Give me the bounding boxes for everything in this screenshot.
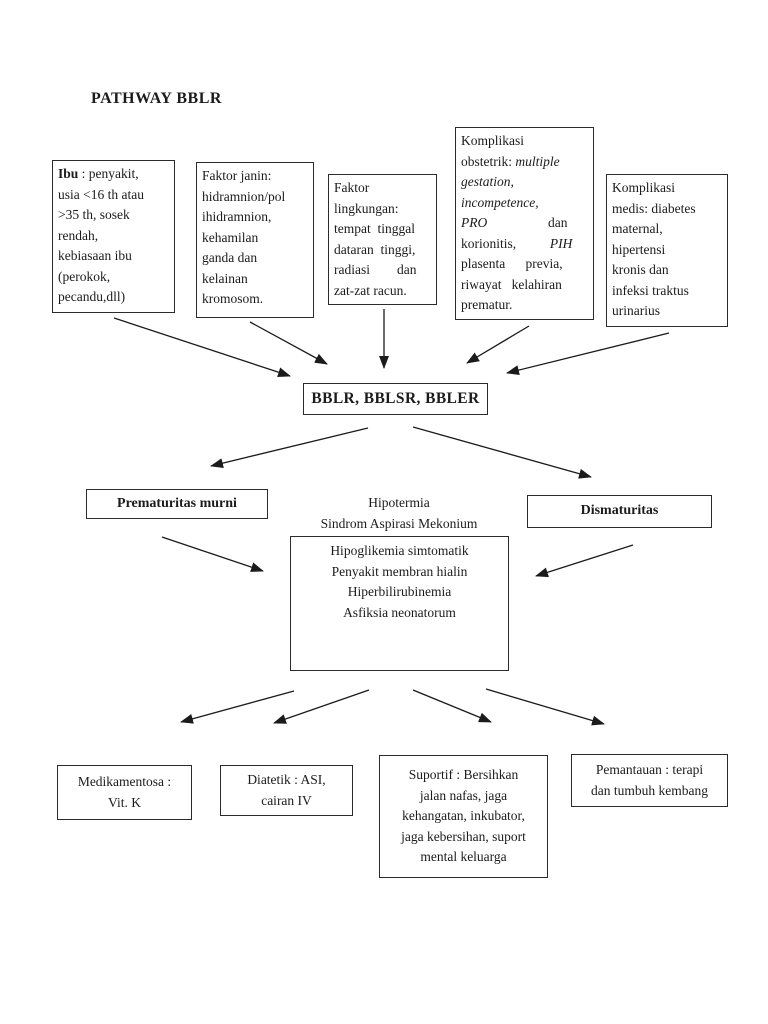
factor-lingkungan-text: Faktor lingkungan: tempat tinggal datara…	[334, 180, 417, 298]
factor-ibu-text: : penyakit, usia <16 th atau >35 th, sos…	[58, 166, 144, 304]
management-box-diatetik: Diatetik : ASI, cairan IV	[220, 765, 353, 816]
arrow-ibu-to-outcome	[113, 317, 291, 377]
factor-box-obstetrik: Komplikasi obstetrik: multiple gestation…	[455, 127, 594, 320]
arrow-komplikasi-to-medikamentosa	[180, 690, 295, 724]
complications-above-box-text: Hipotermia Sindrom Aspirasi Mekonium	[320, 495, 478, 531]
arrow-komplikasi-to-diatetik	[273, 689, 370, 724]
factor-obstetrik-text-1: Komplikasi obstetrik:	[461, 133, 524, 169]
factor-box-lingkungan: Faktor lingkungan: tempat tinggal datara…	[328, 174, 437, 305]
medikamentosa-text: Medikamentosa : Vit. K	[77, 774, 172, 810]
factor-box-janin: Faktor janin: hidramnion/pol ihidramnion…	[196, 162, 314, 318]
pemantauan-text: Pemantauan : terapi dan tumbuh kembang	[591, 762, 708, 798]
arrow-dismaturitas-to-komplikasi	[535, 544, 634, 578]
complications-box-text: Hipoglikemia simtomatik Penyakit membran…	[330, 543, 469, 620]
arrow-komplikasi-to-suportif	[412, 689, 492, 723]
management-box-suportif: Suportif : Bersihkan jalan nafas, jaga k…	[379, 755, 548, 878]
factor-ibu-lead: Ibu	[58, 166, 79, 181]
factor-obstetrik-text-2: dan korionitis,	[461, 215, 568, 251]
factor-janin-text: Faktor janin: hidramnion/pol ihidramnion…	[202, 168, 286, 306]
factor-box-ibu: Ibu : penyakit, usia <16 th atau >35 th,…	[52, 160, 175, 313]
arrow-outcome-to-prematuritas	[210, 427, 369, 469]
factor-obstetrik-italic-1: multiple gestation, incompetence, PRO	[461, 153, 560, 231]
arrow-outcome-to-dismaturitas	[412, 426, 592, 479]
classification-box-dismaturitas: Dismaturitas	[527, 495, 712, 528]
factor-obstetrik-text-3: plasenta previa, riwayat kelahiran prema…	[461, 256, 563, 312]
classification-box-prematuritas: Prematuritas murni	[86, 489, 268, 519]
arrow-obstetrik-to-outcome	[466, 325, 530, 364]
outcome-label: BBLR, BBLSR, BBLER	[311, 389, 480, 407]
dismaturitas-label: Dismaturitas	[580, 503, 659, 519]
factor-obstetrik-italic-2: PIH	[549, 235, 573, 251]
page-title: PATHWAY BBLR	[91, 90, 222, 107]
diatetik-text: Diatetik : ASI, cairan IV	[247, 772, 326, 808]
factor-box-medis: Komplikasi medis: diabetes maternal, hip…	[606, 174, 728, 327]
complications-box: Hipoglikemia simtomatik Penyakit membran…	[290, 536, 509, 671]
arrow-prematuritas-to-komplikasi	[161, 536, 264, 572]
arrow-medis-to-outcome	[506, 332, 670, 375]
factor-medis-text: Komplikasi medis: diabetes maternal, hip…	[612, 180, 696, 318]
outcome-box: BBLR, BBLSR, BBLER	[303, 383, 488, 415]
management-box-pemantauan: Pemantauan : terapi dan tumbuh kembang	[571, 754, 728, 807]
arrow-janin-to-outcome	[249, 321, 328, 365]
arrow-komplikasi-to-pemantauan	[485, 688, 605, 726]
management-box-medikamentosa: Medikamentosa : Vit. K	[57, 765, 192, 820]
suportif-text: Suportif : Bersihkan jalan nafas, jaga k…	[401, 767, 526, 865]
prematuritas-label: Prematuritas murni	[117, 495, 237, 511]
